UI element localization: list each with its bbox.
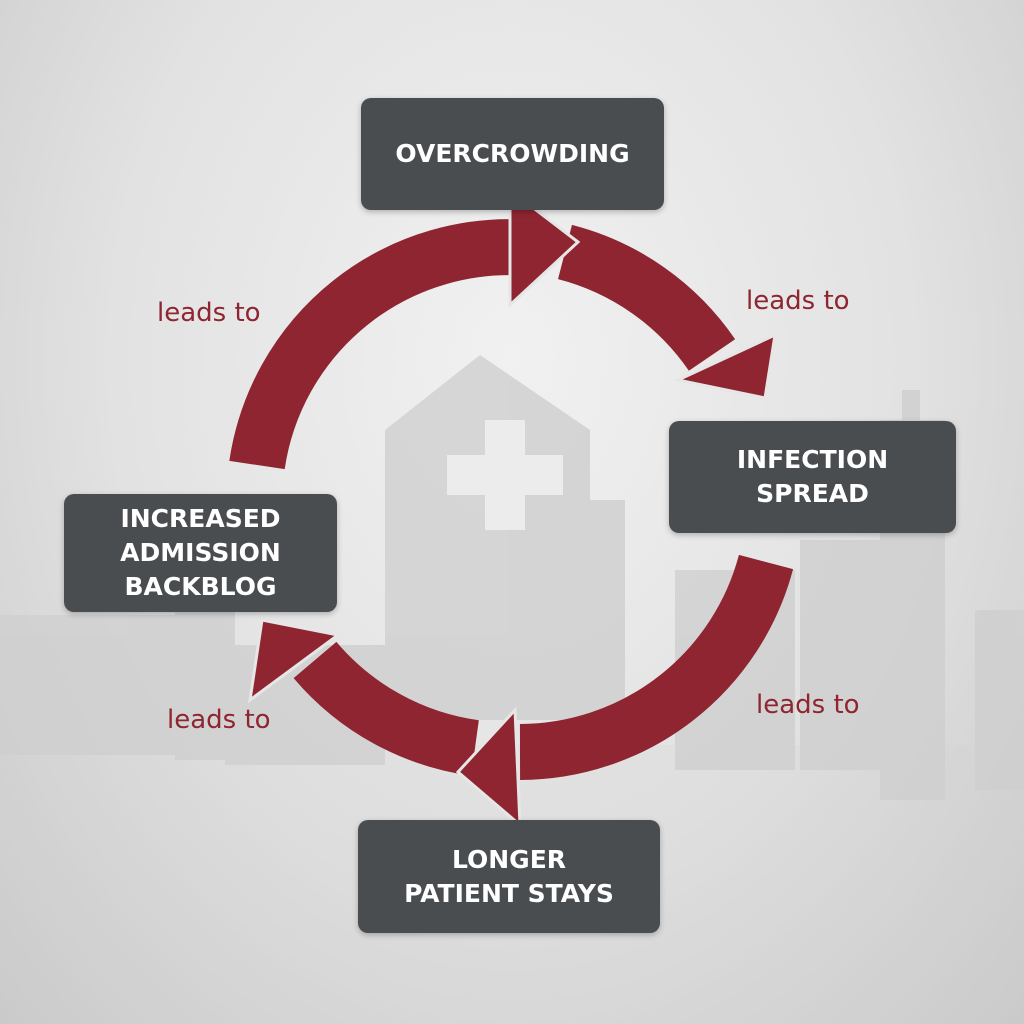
edge-label-top-left: leads to <box>157 298 261 328</box>
arrowhead-icon <box>247 618 342 704</box>
arrow-stays-to-backlog <box>293 641 480 776</box>
medical-cross-icon <box>447 420 563 530</box>
node-overcrowding: OVERCROWDING <box>361 98 664 210</box>
arrowhead-icon <box>455 706 522 829</box>
arrowhead-icon <box>508 186 581 309</box>
node-text: OVERCROWDING <box>395 139 630 168</box>
arrow-backlog-to-overcrowding <box>229 219 533 470</box>
edge-label-bottom-left: leads to <box>167 705 271 735</box>
node-text: ADMISSION <box>120 538 281 567</box>
node-text: PATIENT STAYS <box>404 878 614 908</box>
arrow-overcrowding-to-infection <box>557 224 736 372</box>
arrow-infection-to-stays <box>519 554 794 780</box>
node-text: LONGER <box>451 844 567 874</box>
edge-label-top-right: leads to <box>746 286 850 316</box>
node-text: INFECTION <box>736 445 889 474</box>
node-infection-spread: INFECTION SPREAD <box>669 421 956 533</box>
node-text: INCREASED <box>120 504 281 533</box>
node-increased-admission-backlog: INCREASED ADMISSION BACKBLOG <box>64 494 337 612</box>
arrowhead-icon <box>673 332 777 400</box>
edge-label-bottom-right: leads to <box>756 690 860 720</box>
node-text: BACKBLOG <box>124 572 277 601</box>
node-longer-patient-stays: LONGER PATIENT STAYS <box>358 820 660 933</box>
node-text: SPREAD <box>756 479 869 508</box>
